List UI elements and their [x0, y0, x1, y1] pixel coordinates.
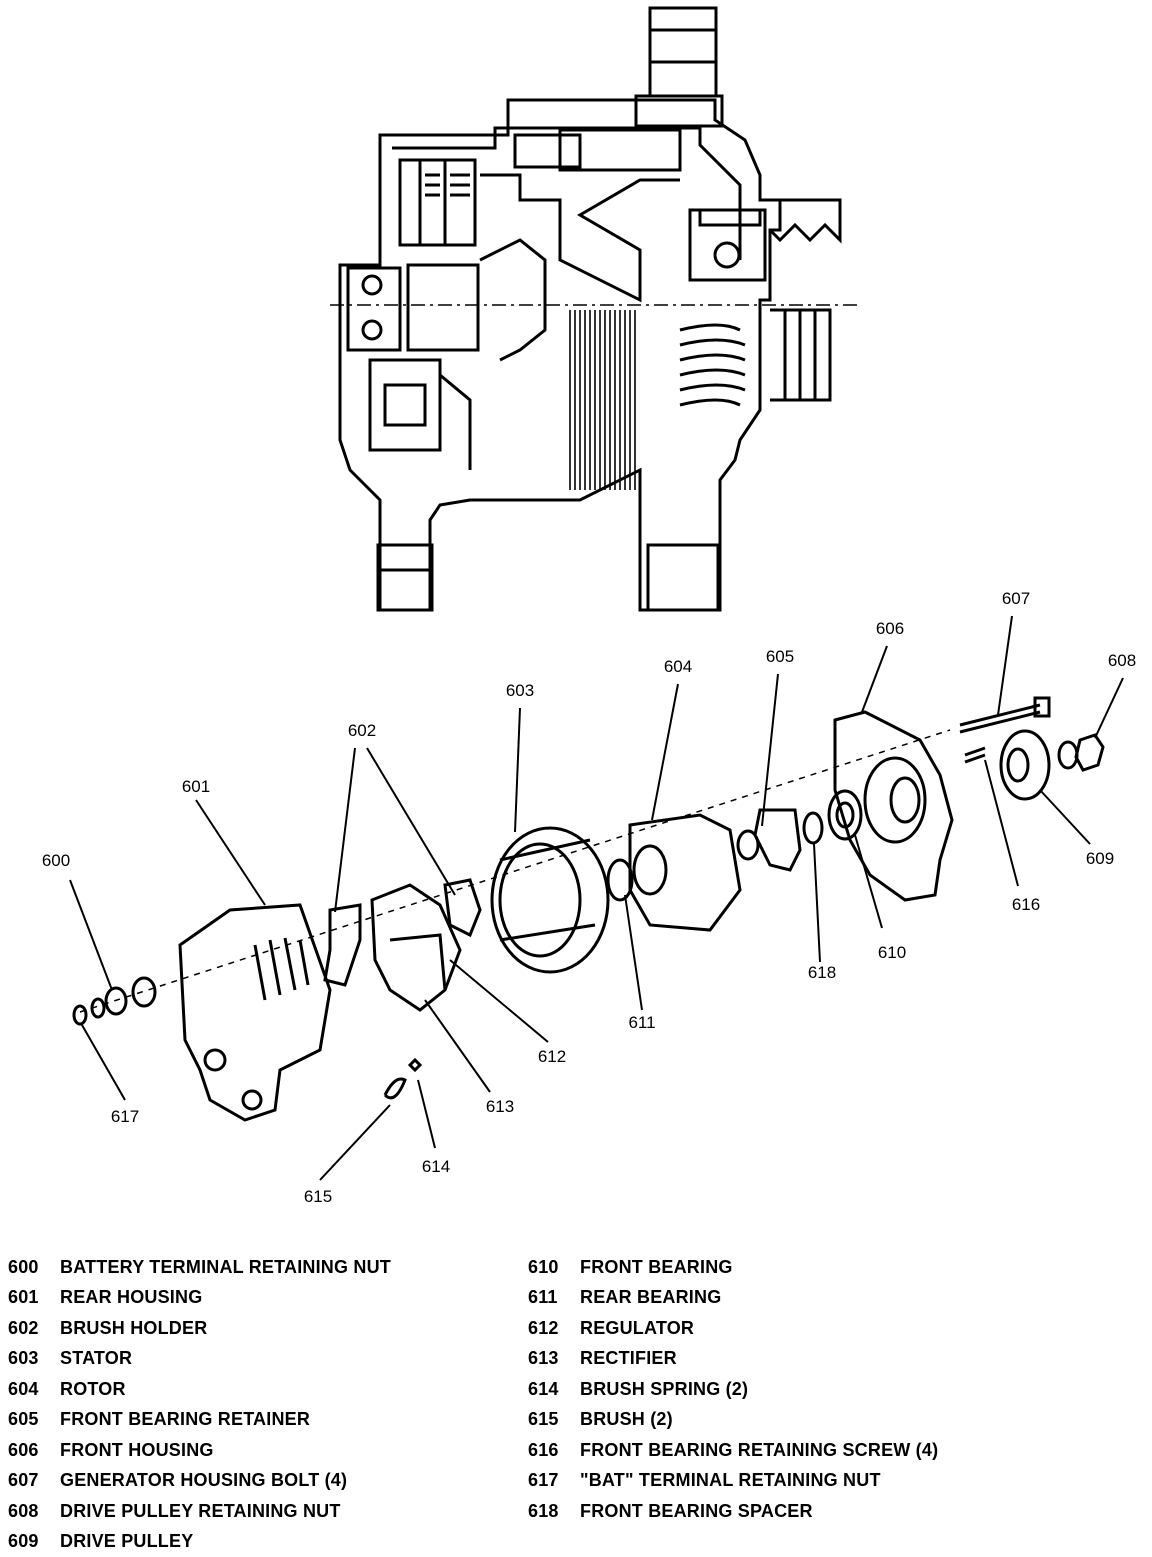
- legend-number: 612: [528, 1318, 580, 1339]
- callout-612: 612: [538, 1047, 566, 1066]
- exploded-view: [74, 698, 1103, 1120]
- callout-611: 611: [628, 1013, 655, 1032]
- legend-number: 609: [8, 1531, 60, 1552]
- legend-label: DRIVE PULLEY RETAINING NUT: [60, 1501, 341, 1522]
- legend-number: 614: [528, 1379, 580, 1400]
- legend-number: 616: [528, 1440, 580, 1461]
- callout-602: 602: [348, 721, 376, 740]
- legend-number: 615: [528, 1409, 580, 1430]
- legend-label: BRUSH (2): [580, 1409, 673, 1430]
- legend-label: DRIVE PULLEY: [60, 1531, 193, 1552]
- legend-number: 602: [8, 1318, 60, 1339]
- legend-label: BRUSH HOLDER: [60, 1318, 207, 1339]
- callout-608: 608: [1108, 651, 1136, 670]
- callout-604: 604: [664, 657, 692, 676]
- callout-605: 605: [766, 647, 794, 666]
- legend-number: 605: [8, 1409, 60, 1430]
- callout-labels: 600 601 602 603 604 605 606 607 608 609 …: [42, 589, 1136, 1206]
- legend-label: FRONT BEARING RETAINER: [60, 1409, 310, 1430]
- legend-number: 606: [8, 1440, 60, 1461]
- callout-618: 618: [808, 963, 836, 982]
- callout-610: 610: [878, 943, 906, 962]
- legend-row: 617"BAT" TERMINAL RETAINING NUT: [528, 1466, 938, 1497]
- callout-606: 606: [876, 619, 904, 638]
- legend-number: 603: [8, 1348, 60, 1369]
- legend-label: BRUSH SPRING (2): [580, 1379, 748, 1400]
- legend-number: 617: [528, 1470, 580, 1491]
- legend-label: REAR HOUSING: [60, 1287, 202, 1308]
- cutaway-section-view: [330, 8, 860, 610]
- legend-label: FRONT BEARING: [580, 1257, 733, 1278]
- legend-label: REAR BEARING: [580, 1287, 721, 1308]
- callout-603: 603: [506, 681, 534, 700]
- legend-label: "BAT" TERMINAL RETAINING NUT: [580, 1470, 881, 1491]
- legend-number: 604: [8, 1379, 60, 1400]
- callout-600: 600: [42, 851, 70, 870]
- callout-615: 615: [304, 1187, 332, 1206]
- callout-617: 617: [111, 1107, 139, 1126]
- legend-number: 607: [8, 1470, 60, 1491]
- legend-number: 608: [8, 1501, 60, 1522]
- legend-number: 600: [8, 1257, 60, 1278]
- legend-label: GENERATOR HOUSING BOLT (4): [60, 1470, 347, 1491]
- callout-607: 607: [1002, 589, 1030, 608]
- callout-613: 613: [486, 1097, 514, 1116]
- generator-illustration: 600 601 602 603 604 605 606 607 608 609 …: [0, 0, 1152, 1230]
- legend-label: FRONT BEARING SPACER: [580, 1501, 813, 1522]
- callout-609: 609: [1086, 849, 1114, 868]
- legend-number: 613: [528, 1348, 580, 1369]
- legend-label: STATOR: [60, 1348, 132, 1369]
- legend-label: REGULATOR: [580, 1318, 694, 1339]
- leader-lines: [70, 616, 1123, 1180]
- callout-614: 614: [422, 1157, 450, 1176]
- legend-label: BATTERY TERMINAL RETAINING NUT: [60, 1257, 391, 1278]
- callout-616: 616: [1012, 895, 1040, 914]
- legend-label: FRONT HOUSING: [60, 1440, 214, 1461]
- callout-601: 601: [182, 777, 210, 796]
- legend-label: ROTOR: [60, 1379, 126, 1400]
- legend-number: 610: [528, 1257, 580, 1278]
- legend-number: 618: [528, 1501, 580, 1522]
- legend-label: FRONT BEARING RETAINING SCREW (4): [580, 1440, 938, 1461]
- legend-number: 611: [528, 1287, 580, 1308]
- legend-number: 601: [8, 1287, 60, 1308]
- legend-label: RECTIFIER: [580, 1348, 677, 1369]
